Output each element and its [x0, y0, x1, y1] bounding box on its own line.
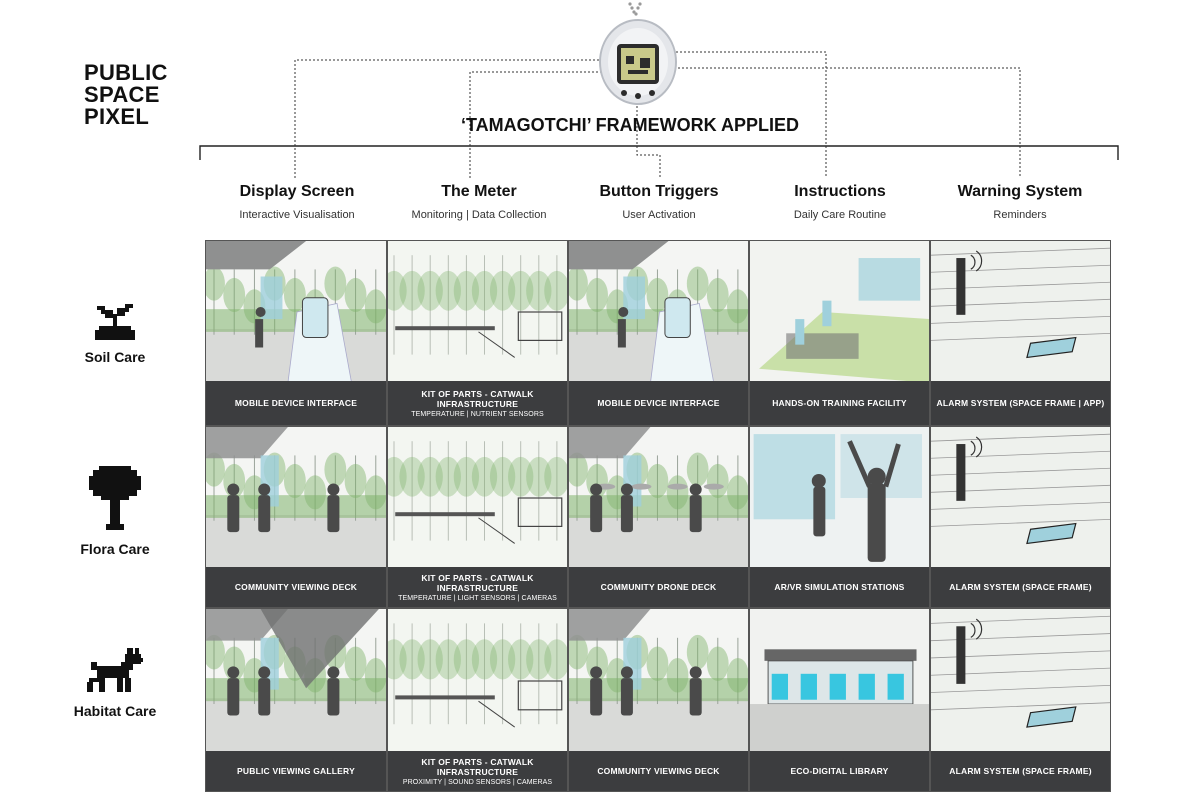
row-label-soil-care: Soil Care [60, 304, 170, 365]
brand-line-2: SPACE [84, 82, 160, 107]
panel-caption-title: MOBILE DEVICE INTERFACE [597, 398, 720, 408]
row-label-flora-care: Flora Care [60, 466, 170, 557]
column-subtitle: User Activation [622, 209, 696, 221]
panel-caption-title: KIT OF PARTS - CATWALK INFRASTRUCTURE [421, 756, 534, 777]
panel-caption: COMMUNITY VIEWING DECK [569, 751, 748, 791]
framework-panel: AR/VR SIMULATION STATIONS [749, 426, 930, 608]
vr-illustration [750, 427, 929, 569]
panel-caption: MOBILE DEVICE INTERFACE [569, 381, 748, 425]
row-label-text: Soil Care [84, 349, 146, 365]
panel-caption-title: PUBLIC VIEWING GALLERY [237, 766, 355, 776]
tamagotchi-device-icon [599, 19, 677, 105]
row-label-habitat-care: Habitat Care [60, 648, 170, 719]
column-header-instructions: Instructions Daily Care Routine [749, 183, 931, 221]
column-title: The Meter [441, 183, 517, 200]
catwalk-illustration [388, 241, 567, 383]
panel-caption: ALARM SYSTEM (SPACE FRAME) [931, 567, 1110, 607]
panel-caption-title: ALARM SYSTEM (SPACE FRAME) [949, 582, 1092, 592]
catwalk-illustration [388, 609, 567, 753]
alarm-illustration [931, 241, 1110, 383]
framework-panel: ALARM SYSTEM (SPACE FRAME) [930, 426, 1111, 608]
panel-caption-title: HANDS-ON TRAINING FACILITY [772, 398, 907, 408]
row-label-text: Flora Care [80, 541, 150, 557]
framework-panel: ALARM SYSTEM (SPACE FRAME | APP) [930, 240, 1111, 426]
brand-title: PUBLIC SPACE PIXEL [84, 62, 168, 128]
alarm-illustration [931, 427, 1110, 569]
brand-line-1: PUBLIC [84, 60, 168, 85]
framework-panel: ECO-DIGITAL LIBRARY [749, 608, 930, 792]
panel-caption-title: COMMUNITY VIEWING DECK [234, 582, 358, 592]
column-header-display-screen: Display Screen Interactive Visualisation [206, 183, 388, 221]
column-subtitle: Monitoring | Data Collection [411, 209, 547, 221]
deck-illustration [569, 609, 748, 753]
alarm-illustration [931, 609, 1110, 753]
framework-panel: HANDS-ON TRAINING FACILITY [749, 240, 930, 426]
gallery-illustration [206, 609, 386, 753]
framework-grid: MOBILE DEVICE INTERFACE KIT OF PARTS - CA… [205, 240, 1111, 792]
tree-icon [89, 466, 141, 530]
panel-caption-title: KIT OF PARTS - CATWALK INFRASTRUCTURE [421, 572, 534, 593]
panel-caption-title: ALARM SYSTEM (SPACE FRAME | APP) [936, 398, 1105, 408]
column-subtitle: Daily Care Routine [793, 209, 887, 221]
panel-caption: HANDS-ON TRAINING FACILITY [750, 381, 929, 425]
training-illustration [750, 241, 929, 383]
panel-caption-title: AR/VR SIMULATION STATIONS [774, 582, 905, 592]
framework-panel: MOBILE DEVICE INTERFACE [205, 240, 387, 426]
framework-panel: MOBILE DEVICE INTERFACE [568, 240, 749, 426]
brand-line-3: PIXEL [84, 104, 150, 129]
panel-caption-title: MOBILE DEVICE INTERFACE [234, 398, 358, 408]
framework-panel: COMMUNITY VIEWING DECK [205, 426, 387, 608]
dog-icon [87, 648, 143, 692]
column-header-button-triggers: Button Triggers User Activation [568, 183, 750, 221]
column-title: Button Triggers [599, 183, 719, 200]
column-title: Warning System [957, 183, 1083, 200]
row-label-text: Habitat Care [73, 703, 157, 719]
panel-caption: ECO-DIGITAL LIBRARY [750, 751, 929, 791]
framework-panel: ALARM SYSTEM (SPACE FRAME) [930, 608, 1111, 792]
panel-caption: ALARM SYSTEM (SPACE FRAME | APP) [931, 381, 1110, 425]
framework-panel: COMMUNITY DRONE DECK [568, 426, 749, 608]
column-header-the-meter: The Meter Monitoring | Data Collection [388, 183, 570, 221]
framework-panel: PUBLIC VIEWING GALLERY [205, 608, 387, 792]
panel-caption-title: ECO-DIGITAL LIBRARY [790, 766, 889, 776]
framework-panel: COMMUNITY VIEWING DECK [568, 608, 749, 792]
panel-caption-title: KIT OF PARTS - CATWALK INFRASTRUCTURE [421, 388, 534, 409]
column-title: Display Screen [239, 183, 355, 200]
panel-caption-subtitle: TEMPERATURE | LIGHT SENSORS | CAMERAS [398, 594, 557, 602]
drone-illustration [569, 427, 748, 569]
column-subtitle: Interactive Visualisation [239, 209, 355, 221]
column-header-warning-system: Warning System Reminders [929, 183, 1111, 221]
panel-caption-title: COMMUNITY VIEWING DECK [597, 766, 720, 776]
column-title: Instructions [794, 183, 886, 200]
panel-caption: ALARM SYSTEM (SPACE FRAME) [931, 751, 1110, 791]
phone-illustration [206, 241, 386, 383]
panel-caption: PUBLIC VIEWING GALLERY [206, 751, 386, 791]
panel-caption: MOBILE DEVICE INTERFACE [206, 381, 386, 425]
panel-caption-subtitle: PROXIMITY | SOUND SENSORS | CAMERAS [402, 778, 553, 786]
phone-illustration [569, 241, 748, 383]
panel-caption: COMMUNITY DRONE DECK [569, 567, 748, 607]
panel-caption-subtitle: TEMPERATURE | NUTRIENT SENSORS [411, 410, 544, 418]
catwalk-illustration [388, 427, 567, 569]
deck-illustration [206, 427, 386, 569]
framework-title: ‘TAMAGOTCHI’ FRAMEWORK APPLIED [461, 115, 799, 135]
panel-caption-title: COMMUNITY DRONE DECK [600, 582, 717, 592]
sprout-icon [95, 304, 135, 340]
library-illustration [750, 609, 929, 753]
panel-caption-title: ALARM SYSTEM (SPACE FRAME) [949, 766, 1092, 776]
panel-caption: COMMUNITY VIEWING DECK [206, 567, 386, 607]
column-subtitle: Reminders [993, 209, 1047, 221]
panel-caption: AR/VR SIMULATION STATIONS [750, 567, 929, 607]
